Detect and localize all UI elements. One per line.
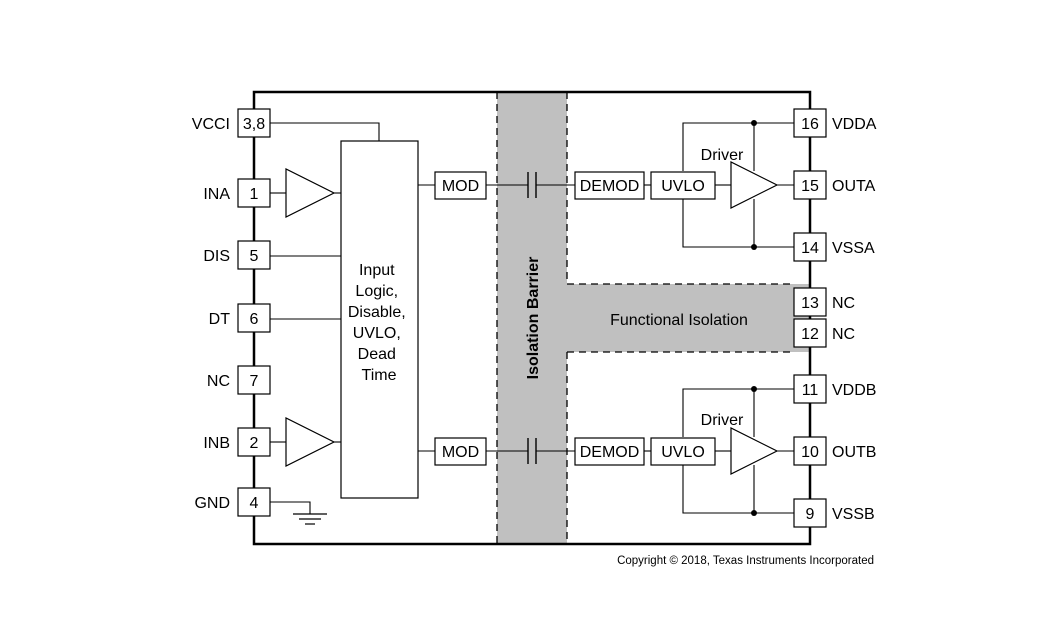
uvlo-label-b: UVLO — [661, 444, 705, 461]
demod-label-a: DEMOD — [580, 178, 640, 195]
right-pin-nc-13: 13 NC — [793, 287, 855, 317]
logic-line-3: Disable, — [348, 304, 406, 321]
pin-number: 10 — [801, 444, 819, 461]
right-pin-vssb: 9 VSSB — [793, 498, 875, 528]
driver-label-a: Driver — [701, 147, 744, 164]
left-pin-dt: 6 DT — [209, 303, 271, 333]
svg-text:Input Logic, Disable,: Input Logic, Disable, UVLO, Dead Time — [348, 262, 410, 384]
uvlo-block-a — [650, 171, 716, 200]
pin-number: 7 — [250, 373, 259, 390]
right-pin-vssa: 14 VSSA — [793, 232, 875, 262]
input-buffer-a-icon — [285, 168, 336, 218]
left-pin-nc: 7 NC — [207, 365, 271, 395]
pin-label: INA — [203, 186, 230, 203]
pin-label: DIS — [203, 248, 230, 265]
isolation-barrier-label: Isolation Barrier — [525, 257, 542, 380]
left-pin-ina: 1 INA — [203, 178, 271, 208]
driver-label-b: Driver — [701, 412, 744, 429]
pin-number: 16 — [801, 116, 819, 133]
isolation-capacitor-a-icon — [527, 172, 537, 198]
left-pin-inb: 2 INB — [203, 427, 271, 457]
mod-block-a — [434, 171, 487, 200]
right-pin-nc-12: 12 NC — [793, 318, 855, 348]
pin-label: VDDB — [832, 382, 876, 399]
pin-label: INB — [203, 435, 230, 452]
uvlo-block-b — [650, 437, 716, 466]
pin-label: GND — [194, 495, 230, 512]
pin-number: 12 — [801, 326, 819, 343]
junction-dot — [751, 120, 757, 126]
mod-label-a: MOD — [442, 178, 479, 195]
output-driver-a-icon — [730, 161, 779, 209]
logic-line-4: UVLO, — [353, 325, 401, 342]
output-driver-b-icon — [730, 427, 779, 475]
pin-number: 15 — [801, 178, 819, 195]
pin-label: VCCI — [192, 116, 230, 133]
isolation-capacitor-b-icon — [527, 438, 537, 464]
uvlo-label-a: UVLO — [661, 178, 705, 195]
logic-line-6: Time — [362, 367, 397, 384]
pin-number: 5 — [250, 248, 259, 265]
junction-dot — [751, 244, 757, 250]
demod-block-a — [574, 171, 645, 200]
pin-number: 4 — [250, 495, 259, 512]
right-pin-outa: 15 OUTA — [793, 170, 876, 200]
functional-isolation-band — [567, 284, 810, 352]
ground-icon — [293, 513, 327, 525]
pin-label: OUTA — [832, 178, 876, 195]
input-buffer-b-icon — [285, 417, 336, 467]
logic-line-1: Input — [359, 262, 395, 279]
pin-number: 6 — [250, 311, 259, 328]
right-pin-outb: 10 OUTB — [793, 436, 876, 466]
demod-label-b: DEMOD — [580, 444, 640, 461]
pin-number: 1 — [250, 186, 259, 203]
pin-label: OUTB — [832, 444, 876, 461]
pin-label: DT — [209, 311, 231, 328]
left-pin-vcci: 3,8 VCCI — [192, 108, 271, 138]
pin-label: VSSA — [832, 240, 875, 257]
pin-label: VSSB — [832, 506, 875, 523]
pin-number: 13 — [801, 295, 819, 312]
logic-line-2: Logic, — [355, 283, 398, 300]
pin-label: NC — [832, 326, 855, 343]
pin-label: VDDA — [832, 116, 877, 133]
demod-block-b — [574, 437, 645, 466]
functional-isolation-label: Functional Isolation — [610, 312, 748, 329]
isolation-barrier-band — [497, 92, 567, 544]
left-pin-dis: 5 DIS — [203, 240, 271, 270]
pin-number: 11 — [802, 382, 819, 399]
right-pin-vdda: 16 VDDA — [793, 108, 877, 138]
logic-line-5: Dead — [358, 346, 396, 363]
mod-block-b — [434, 437, 487, 466]
left-wiring — [270, 122, 380, 514]
pin-label: NC — [207, 373, 230, 390]
copyright-notice: Copyright © 2018, Texas Instruments Inco… — [617, 555, 874, 567]
junction-dot — [751, 386, 757, 392]
left-pin-gnd: 4 GND — [194, 487, 271, 517]
pin-number: 2 — [250, 435, 259, 452]
pin-number: 14 — [801, 240, 819, 257]
mod-label-b: MOD — [442, 444, 479, 461]
pin-label: NC — [832, 295, 855, 312]
pin-number: 3,8 — [243, 116, 265, 133]
pin-number: 9 — [806, 506, 815, 523]
junction-dot — [751, 510, 757, 516]
right-pin-vddb: 11 VDDB — [793, 374, 876, 404]
